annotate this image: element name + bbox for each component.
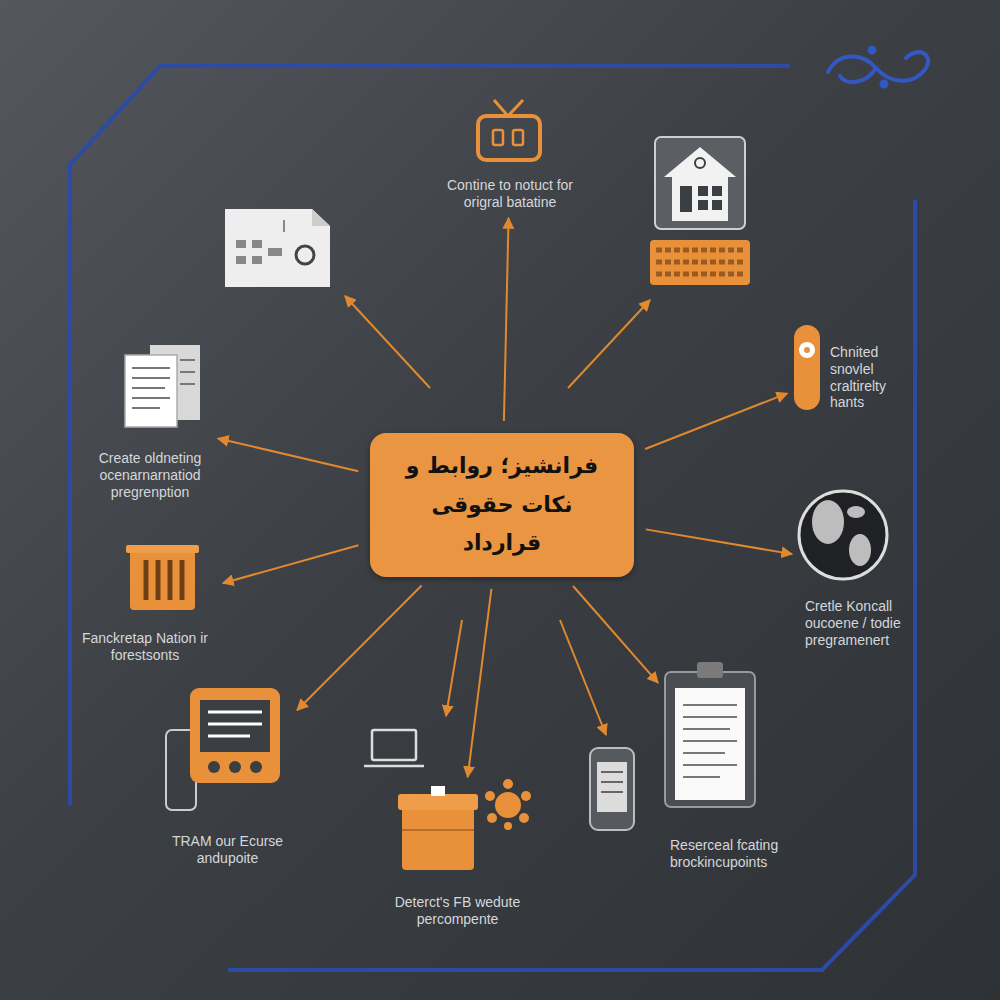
arrow-connector xyxy=(468,589,492,777)
icon-caption-node: Reserceal fcating brockincupoints xyxy=(660,655,800,875)
text-holder: Chnited snovlel craltirelty hants xyxy=(830,344,912,411)
icon-caption-node: Fanckretap Nation ir forestsonts xyxy=(70,540,220,670)
pill-icon xyxy=(794,325,820,410)
caption-text: Create oldneting ocenarnarnatiod pregren… xyxy=(85,450,215,500)
caption-text: Deterct's FB wedute percompente xyxy=(380,894,535,928)
caption-text: Contine to notuct for origral batatine xyxy=(435,177,585,211)
caption-text: Chnited snovlel craltirelty hants xyxy=(830,344,912,411)
text-holder: Contine to notuct for origral batatine xyxy=(435,177,585,211)
title-text: فرانشیز؛ روابط و نکات حقوقی قرارداد xyxy=(392,447,612,563)
arrow-connector xyxy=(218,438,358,471)
frame-line xyxy=(70,66,790,805)
icon-caption-node: Chnited snovlel craltirelty hants xyxy=(790,320,914,416)
tablet-icon xyxy=(166,688,280,810)
icon-caption-node: Create oldneting ocenarnarnatiod pregren… xyxy=(85,335,215,510)
text-holder: Fanckretap Nation ir forestsonts xyxy=(70,630,220,664)
gear-icon xyxy=(485,779,531,830)
text-holder: فرانشیز؛ روابط و نکات حقوقی قرارداد xyxy=(370,433,634,577)
logo-mark xyxy=(828,48,928,87)
box-icon xyxy=(398,786,478,870)
leader-arrow xyxy=(345,296,650,735)
text-holder: TRAM our Ecurse andupoite xyxy=(160,833,295,867)
arrow-connector xyxy=(297,585,422,710)
document-card-icon xyxy=(225,209,330,287)
clipboard-icon xyxy=(665,662,755,807)
text-holder: Create oldneting ocenarnarnatiod pregren… xyxy=(85,450,215,500)
text-holder: Deterct's FB wedute percompente xyxy=(380,894,535,928)
icon-caption-node: Cretle Koncall oucoene / todie pregramen… xyxy=(795,480,935,653)
text-holder: Reserceal fcating brockincupoints xyxy=(670,837,798,871)
phone-icon xyxy=(590,748,634,830)
arrow-connector xyxy=(223,545,359,583)
arrow-connector xyxy=(573,586,658,683)
arrow-connector xyxy=(645,393,787,449)
laptop-icon xyxy=(364,730,424,766)
frame-line xyxy=(228,200,915,970)
arrow-connector xyxy=(646,529,792,554)
caption-text: TRAM our Ecurse andupoite xyxy=(160,833,295,867)
title-box: فرانشیز؛ روابط و نکات حقوقی قرارداد xyxy=(370,433,634,577)
icon-caption-node: TRAM our Ecurse andupoite xyxy=(160,685,295,875)
caption-text: Reserceal fcating brockincupoints xyxy=(670,837,798,871)
globe-icon xyxy=(799,491,887,579)
arrow-connector xyxy=(504,218,509,421)
tv-icon xyxy=(478,100,540,160)
icon-caption-node: Deterct's FB wedute percompente xyxy=(380,780,535,935)
text-holder: Cretle Koncall oucoene / todie pregramen… xyxy=(805,598,929,648)
caption-text: Fanckretap Nation ir forestsonts xyxy=(70,630,220,664)
icon-caption-node: Contine to notuct for origral batatine xyxy=(425,95,595,215)
house-keyboard-icon xyxy=(650,137,750,285)
document-icon xyxy=(125,345,200,427)
barrel-icon xyxy=(126,545,199,610)
caption-text: Cretle Koncall oucoene / todie pregramen… xyxy=(805,598,929,648)
